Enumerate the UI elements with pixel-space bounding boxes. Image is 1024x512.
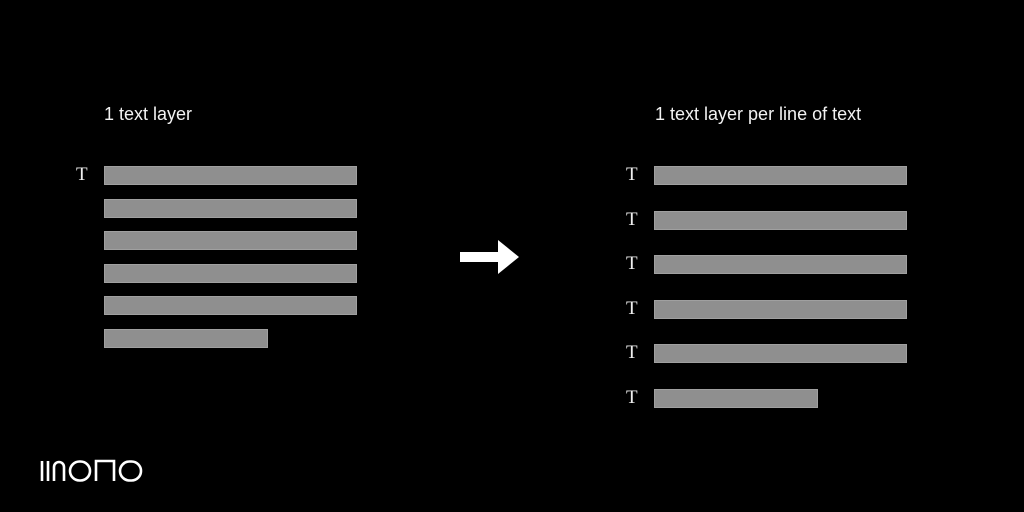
text-layer-icon: T [626, 387, 638, 408]
text-layer-icon: T [626, 253, 638, 275]
text-layer-icon: T [626, 164, 638, 185]
text-line-bar [104, 166, 357, 185]
text-layer-icon: T [626, 208, 638, 230]
text-line-bar [104, 198, 357, 218]
left-title: 1 text layer [104, 104, 193, 124]
arrow-right-icon [460, 240, 519, 274]
text-line-bar [104, 328, 269, 348]
text-layer-icon: T [76, 164, 88, 185]
text-line-bar [654, 389, 819, 408]
mono-logo [40, 459, 143, 482]
text-line-bar [654, 255, 907, 275]
text-line-bar [654, 299, 907, 319]
text-layer-icon: T [626, 342, 638, 364]
text-line-bar [104, 296, 357, 315]
text-line-bar [654, 166, 907, 185]
right-title: 1 text layer per line of text [655, 104, 862, 124]
text-layer-icon: T [626, 297, 638, 319]
text-line-bar [104, 263, 357, 283]
text-line-bar [654, 344, 907, 364]
text-line-bar [654, 210, 907, 230]
text-line-bar [104, 231, 357, 250]
